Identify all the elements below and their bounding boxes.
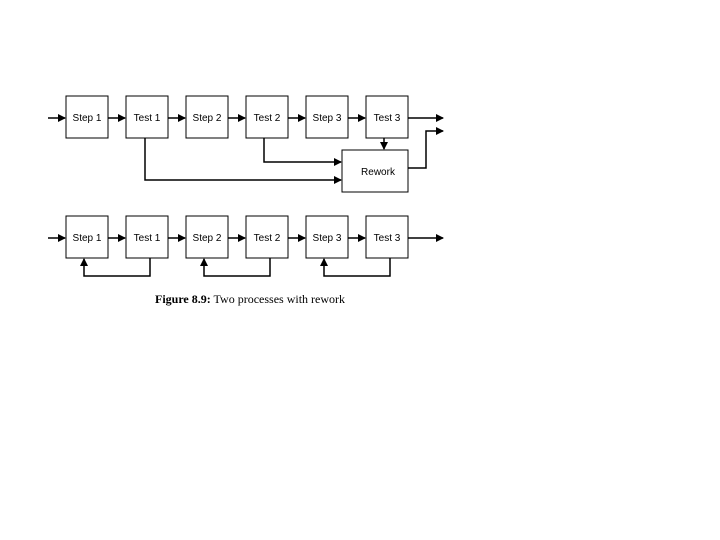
rework-box-label: Rework: [361, 167, 396, 178]
bottom-box-test-3-label: Test 3: [374, 233, 401, 244]
bottom-box-step-1: Step 1: [65, 215, 109, 259]
bottom-box-step-1-label: Step 1: [73, 233, 102, 244]
top-box-step-1: Step 1: [65, 95, 109, 139]
bottom-box-step-3: Step 3: [305, 215, 349, 259]
bottom-box-test-2-label: Test 2: [254, 233, 281, 244]
test3-feedback-arrow: [320, 258, 391, 277]
test2-feedback-arrow: [200, 258, 271, 277]
top-process-arrows: [48, 114, 444, 184]
bottom-process-arrows: [48, 234, 444, 277]
bottom-box-step-2: Step 2: [185, 215, 229, 259]
bottom-box-test-1: Test 1: [125, 215, 169, 259]
figure-caption-label: Figure 8.9:: [154, 292, 211, 306]
top-box-test-3-label: Test 3: [374, 113, 401, 124]
top-box-test-1: Test 1: [125, 95, 169, 139]
figure-caption: Figure 8.9: Two processes with rework: [0, 292, 500, 307]
top-box-step-2: Step 2: [185, 95, 229, 139]
top-box-test-2: Test 2: [245, 95, 289, 139]
bottom-box-test-3: Test 3: [365, 215, 409, 259]
top-box-step-1-label: Step 1: [73, 113, 102, 124]
test2-to-rework-arrow: [263, 138, 342, 166]
rework-box: Rework: [341, 149, 409, 193]
top-box-step-3-label: Step 3: [313, 113, 342, 124]
top-box-step-2-label: Step 2: [193, 113, 222, 124]
bottom-process: Step 1 Test 1 Step 2 Test 2 Step 3 Test …: [65, 215, 409, 259]
test1-feedback-arrow: [80, 258, 151, 277]
rework-output-arrow: [408, 127, 444, 169]
top-box-test-1-label: Test 1: [134, 113, 161, 124]
top-box-test-3: Test 3: [365, 95, 409, 139]
top-box-test-2-label: Test 2: [254, 113, 281, 124]
bottom-box-test-1-label: Test 1: [134, 233, 161, 244]
bottom-box-step-3-label: Step 3: [313, 233, 342, 244]
top-process: Step 1 Test 1 Step 2 Test 2 Step 3 Test …: [65, 95, 409, 193]
bottom-box-step-2-label: Step 2: [193, 233, 222, 244]
figure-caption-text: Two processes with rework: [210, 292, 346, 306]
bottom-box-test-2: Test 2: [245, 215, 289, 259]
test1-to-rework-arrow: [144, 138, 342, 184]
top-box-step-3: Step 3: [305, 95, 349, 139]
